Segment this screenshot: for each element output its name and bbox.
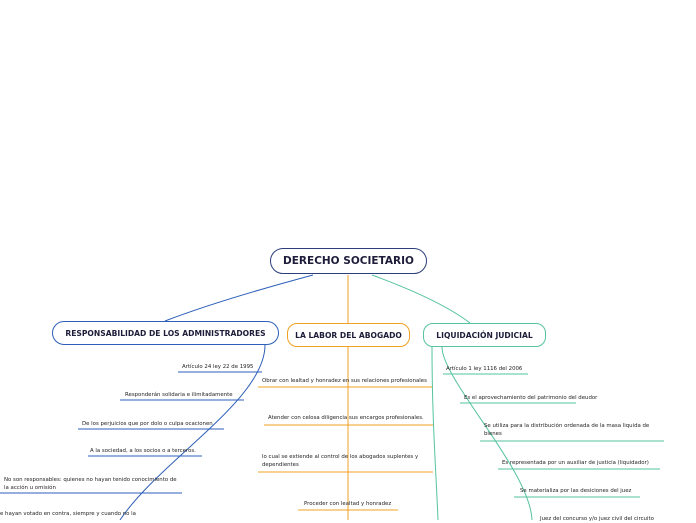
leaf-b3-0[interactable]: Artículo 1 ley 1116 del 2006 — [446, 366, 523, 372]
connector-root-b3 — [371, 274, 471, 324]
leaf-b3-4[interactable]: Se materializa por las desiciones del ju… — [520, 488, 632, 494]
leaf-b1-1[interactable]: Responderán solidaria e ilimitadamente — [125, 392, 233, 398]
leaf-b1-5[interactable]: e hayan votado en contra, siempre y cuan… — [0, 511, 136, 517]
leaf-b1-0[interactable]: Artículo 24 ley 22 de 1995 — [182, 364, 254, 370]
leaf-b1-4[interactable]: No son responsables: quienes no hayan te… — [4, 477, 177, 491]
connector-root-b1 — [164, 274, 314, 322]
leaf-b3-1[interactable]: Es el aprovechamiento del patrimonio del… — [464, 395, 598, 401]
connector-b3-spine — [431, 346, 439, 520]
leaf-b1-3[interactable]: A la sociedad, a los socios o a terceros… — [90, 448, 196, 454]
leaf-b2-2[interactable]: lo cual se extiende al control de los ab… — [262, 454, 419, 468]
branch-node-liquidacion[interactable]: LIQUIDACIÓN JUDICIAL — [423, 323, 546, 347]
leaf-b3-3[interactable]: Es representada por un auxiliar de justi… — [502, 460, 649, 466]
leaf-b3-5[interactable]: Juez del concurso y/o juez civil del cir… — [540, 516, 654, 522]
leaf-b3-2[interactable]: Se utiliza para la distribución ordenada… — [484, 423, 650, 437]
leaf-b1-2[interactable]: De los perjuicios que por dolo o culpa o… — [82, 421, 213, 427]
leaf-b2-1[interactable]: Atender con celosa diligencia sus encarg… — [268, 415, 424, 421]
branch-node-responsabilidad[interactable]: RESPONSABILIDAD DE LOS ADMINISTRADORES — [52, 321, 279, 345]
root-node[interactable]: DERECHO SOCIETARIO — [270, 248, 427, 274]
branch-node-labor-abogado[interactable]: LA LABOR DEL ABOGADO — [287, 323, 410, 347]
connector-b1-spine — [119, 344, 266, 520]
leaf-b2-3[interactable]: Proceder con lealtad y honradez — [304, 501, 392, 507]
leaf-b2-0[interactable]: Obrar con lealtad y honradez en sus rela… — [262, 378, 427, 384]
